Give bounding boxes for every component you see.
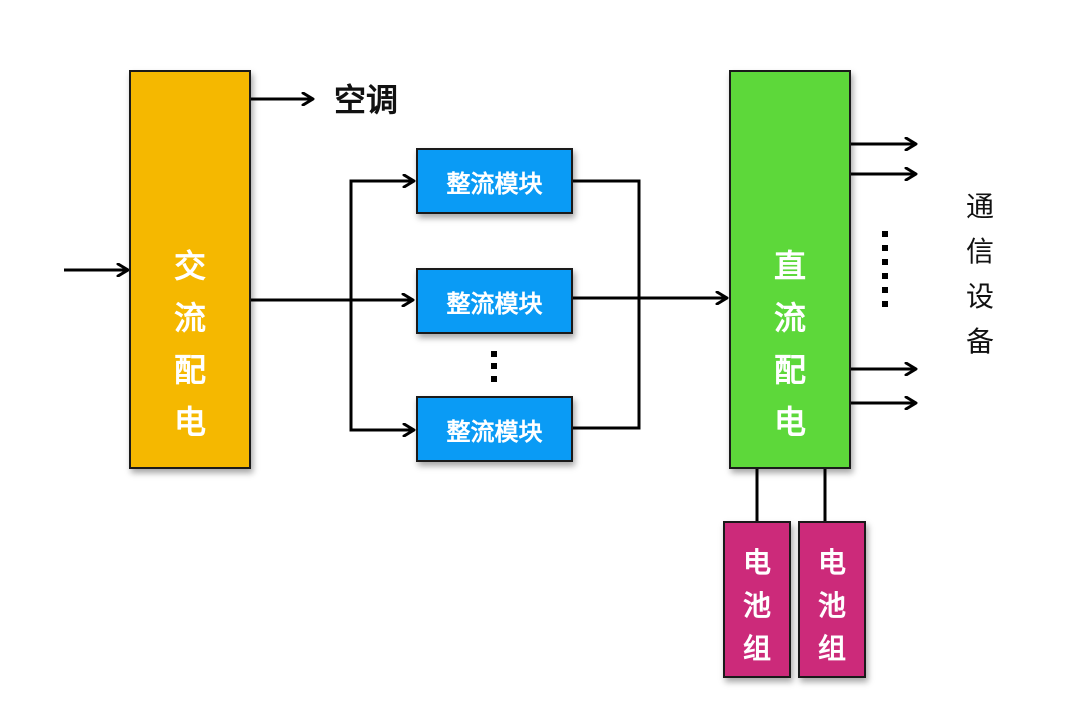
ac-distribution-block: 交 流 配 电 (129, 70, 251, 469)
rectifier-output-bus (573, 179, 641, 430)
label-char: 池 (742, 589, 771, 622)
battery-bank-label: 电 池 组 (725, 541, 789, 670)
label-char: 配 (173, 351, 206, 389)
ellipsis-dot (491, 363, 497, 369)
rectifier-module-2: 整流模块 (416, 268, 573, 334)
battery-bank-1: 电 池 组 (723, 521, 791, 678)
label-char: 流 (773, 299, 806, 337)
ellipsis-dot (882, 273, 888, 279)
ellipsis-dot (882, 287, 888, 293)
label-char: 电 (742, 546, 771, 579)
communication-equipment-label: 通 信 设 备 (958, 184, 1002, 364)
label-char: 直 (773, 247, 806, 285)
dc-distribution-label: 直 流 配 电 (731, 240, 849, 448)
ellipsis-dot (491, 376, 497, 382)
label-char: 电 (773, 403, 806, 441)
ellipsis-dot (882, 301, 888, 307)
ellipsis-dot (882, 231, 888, 237)
label-char: 设 (965, 280, 994, 313)
ac-distribution-label: 交 流 配 电 (131, 240, 249, 448)
label-char: 通 (965, 190, 994, 223)
label-char: 电 (173, 403, 206, 441)
ellipsis-dot (491, 351, 497, 357)
ellipsis-dot (882, 259, 888, 265)
output-ellipsis (882, 231, 888, 307)
label-char: 组 (742, 632, 771, 665)
dc-distribution-block: 直 流 配 电 (729, 70, 851, 469)
rectifier-input-bus (349, 179, 413, 432)
label-char: 流 (173, 299, 206, 337)
label-char: 池 (817, 589, 846, 622)
rectifier-ellipsis (491, 351, 497, 382)
battery-bank-label: 电 池 组 (800, 541, 864, 670)
label-char: 信 (965, 235, 994, 268)
label-char: 电 (817, 546, 846, 579)
air-conditioner-label: 空调 (334, 81, 399, 119)
label-char: 配 (773, 351, 806, 389)
battery-bank-2: 电 池 组 (798, 521, 866, 678)
ellipsis-dot (882, 245, 888, 251)
label-char: 备 (965, 325, 994, 358)
label-char: 交 (173, 247, 206, 285)
rectifier-module-3: 整流模块 (416, 396, 573, 462)
rectifier-module-1: 整流模块 (416, 148, 573, 214)
label-char: 组 (817, 632, 846, 665)
